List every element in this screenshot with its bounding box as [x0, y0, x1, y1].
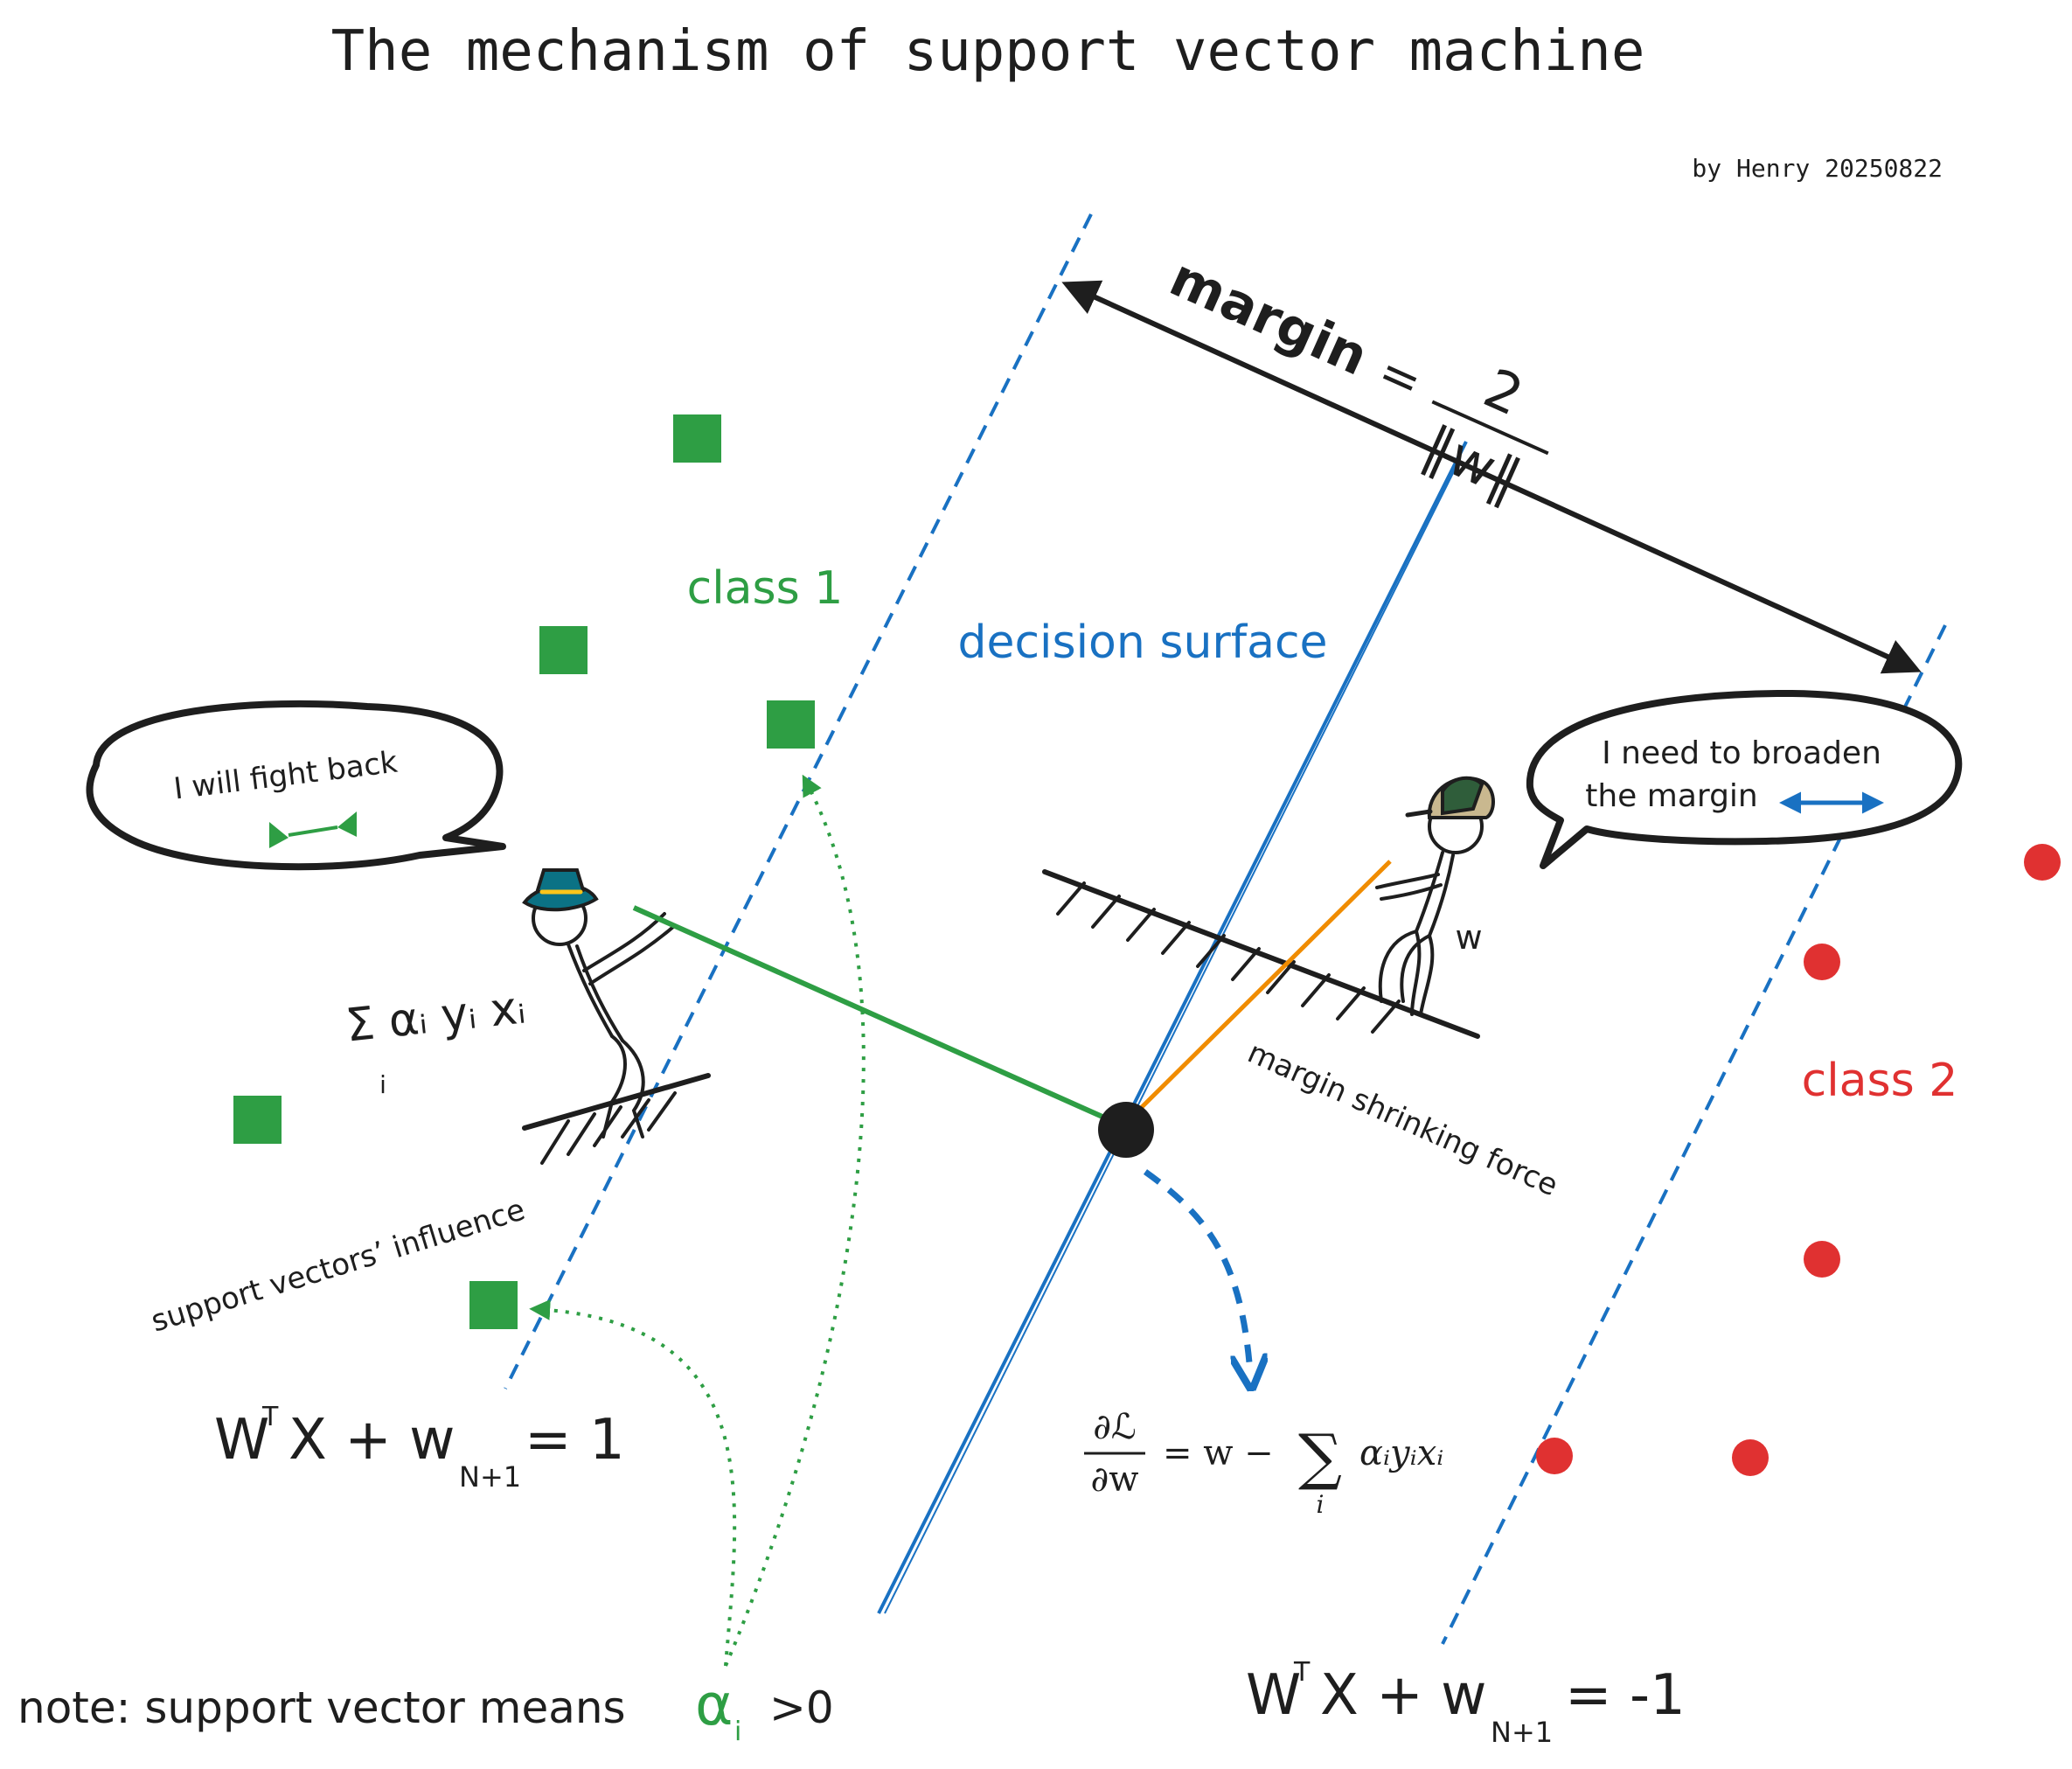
- margin-formula: margin = 2 ‖w‖: [1161, 247, 1549, 512]
- support-vector-note: note: support vector means α i >0: [17, 1671, 834, 1747]
- negative-margin-equation: W T X + w N+1 = -1: [1246, 1657, 1686, 1749]
- class1-label: class 1: [687, 562, 844, 615]
- margin-shrinking-force-line: [1135, 860, 1392, 1114]
- class1-point: [673, 414, 721, 463]
- gradient-rhs: = w −: [1163, 1433, 1274, 1473]
- sum-expression: Σ αᵢ yᵢ xᵢ i: [344, 981, 528, 1099]
- margin-arrow: [1061, 280, 1922, 674]
- eq-neg-sub: N+1: [1491, 1716, 1553, 1749]
- broaden-text-line2: the margin: [1585, 778, 1758, 814]
- eq-pos-sup: T: [261, 1402, 279, 1432]
- class1-point: [233, 1096, 282, 1144]
- sum-term: Σ αᵢ yᵢ xᵢ: [344, 981, 528, 1052]
- eq-neg-rest: X + w: [1320, 1663, 1487, 1728]
- class1-points: [233, 414, 815, 1329]
- margin-numerator: 2: [1475, 356, 1533, 428]
- eq-neg-sup: T: [1293, 1657, 1311, 1688]
- speech-bubble-left: I will fight back: [86, 700, 506, 871]
- class2-label: class 2: [1802, 1055, 1958, 1107]
- class2-point: [1536, 1438, 1573, 1474]
- margin-word: margin: [1161, 247, 1377, 388]
- eq-pos-rhs: = 1: [525, 1408, 625, 1473]
- margin-equals: =: [1370, 343, 1430, 411]
- class1-point: [469, 1281, 518, 1329]
- note-prefix: note: support vector means: [17, 1682, 626, 1733]
- margin-shrinking-label: margin shrinking force: [1242, 1035, 1563, 1204]
- eq-pos-rest: X + w: [289, 1408, 455, 1473]
- broaden-text-line1: I need to broaden: [1602, 735, 1881, 771]
- class2-point: [2024, 844, 2061, 881]
- author-credit: by Henry 20250822: [1692, 154, 1943, 183]
- gradient-sum-index: i: [1317, 1490, 1325, 1519]
- gradient-sum-symbol: ∑: [1298, 1421, 1342, 1493]
- positive-margin-boundary: [504, 213, 1093, 1389]
- page-title: The mechanism of support vector machine: [331, 19, 1645, 84]
- note-alpha: α: [695, 1671, 734, 1738]
- alpha-arrow-upper: [724, 774, 866, 1667]
- positive-margin-equation: W T X + w N+1 = 1: [214, 1402, 625, 1494]
- gradient-equation: ∂ℒ ∂w = w − ∑ i αᵢyᵢxᵢ: [1084, 1407, 1443, 1519]
- w-label: w: [1455, 918, 1482, 957]
- support-vector-force-line: [632, 905, 1130, 1131]
- stick-figure-hat: [522, 868, 711, 1165]
- class2-point: [1732, 1439, 1769, 1476]
- eq-pos-w: W: [214, 1408, 269, 1473]
- bowtie-icon: [269, 811, 357, 848]
- gradient-arrow: [1143, 1169, 1250, 1373]
- note-suffix: >0: [769, 1682, 834, 1733]
- sum-index: i: [379, 1070, 386, 1099]
- margin-fraction-bar: [1431, 400, 1549, 456]
- gradient-term: αᵢyᵢxᵢ: [1359, 1433, 1443, 1473]
- class2-point: [1804, 1241, 1840, 1278]
- eq-neg-w: W: [1246, 1663, 1301, 1728]
- class2-points: [1536, 844, 2061, 1476]
- class2-point: [1804, 944, 1840, 980]
- weight-vector-point: [1098, 1102, 1154, 1158]
- speech-bubble-right: I need to broaden the margin: [1526, 689, 1963, 869]
- decision-surface-label: decision surface: [957, 616, 1327, 669]
- class1-point: [767, 700, 815, 749]
- note-alpha-sub: i: [734, 1717, 741, 1747]
- alpha-arrow-lower: [529, 1299, 737, 1667]
- stick-figure-cap: [1042, 776, 1495, 1039]
- eq-pos-sub: N+1: [459, 1460, 521, 1494]
- gradient-numerator: ∂ℒ: [1093, 1407, 1137, 1447]
- margin-denominator: ‖w‖: [1414, 413, 1530, 512]
- eq-neg-rhs: = -1: [1565, 1663, 1686, 1728]
- gradient-denominator: ∂w: [1091, 1459, 1139, 1500]
- class1-point: [539, 626, 588, 674]
